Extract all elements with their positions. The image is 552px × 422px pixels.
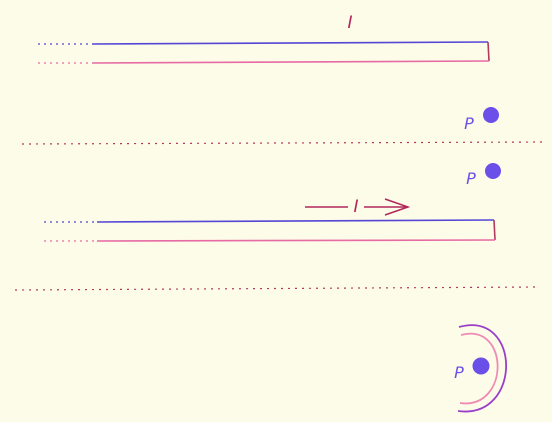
panel-2-point-label: P	[466, 169, 476, 188]
panel-3-arc-outer	[457, 324, 508, 413]
panel-1: I P	[38, 13, 499, 133]
panel-1-wire-end	[487, 41, 490, 62]
panel-2-wire-bottom	[96, 239, 496, 242]
panel-2-arrow-head	[384, 198, 411, 216]
panel-3-point-label: P	[454, 363, 464, 382]
panel-2: P I	[44, 163, 501, 242]
panel-3-point-p	[472, 357, 490, 375]
panel-1-point-p	[483, 107, 499, 123]
panel-1-wire-top	[91, 41, 489, 45]
panel-1-point-label: P	[464, 114, 474, 133]
panel-3-arc-inner	[459, 332, 499, 405]
panel-1-wire-bottom	[91, 60, 490, 64]
panel-2-current-arrow: I	[305, 197, 411, 217]
panel-3: P	[454, 324, 508, 413]
panel-1-current-label: I	[347, 13, 352, 33]
panel-2-current-label: I	[353, 197, 358, 217]
panel-2-wire-top	[96, 219, 495, 223]
panel-2-point-p	[485, 163, 501, 179]
divider-1	[21, 141, 545, 145]
panel-2-wire-end	[493, 219, 496, 241]
divider-2	[14, 286, 539, 291]
